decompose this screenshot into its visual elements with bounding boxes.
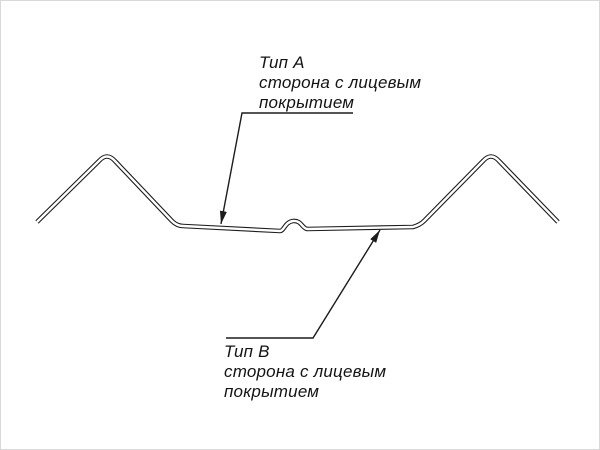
label-type-a-line1: сторона с лицевым xyxy=(259,73,422,92)
label-type-b-title: Тип В xyxy=(224,342,270,361)
sheet-profile-inner-gap xyxy=(36,155,559,233)
sheet-profile-outline xyxy=(35,154,560,234)
label-type-b-line1: сторона с лицевым xyxy=(224,362,387,381)
label-type-a-title: Тип А xyxy=(259,53,305,72)
label-type-b-line2: покрытием xyxy=(224,382,320,401)
label-type-b: Тип В сторона с лицевым покрытием xyxy=(224,342,386,402)
label-type-a-line2: покрытием xyxy=(259,93,355,112)
leader-line-type-a xyxy=(219,112,353,225)
leader-line-type-b xyxy=(226,229,381,339)
label-type-a: Тип А сторона с лицевым покрытием xyxy=(259,53,421,113)
